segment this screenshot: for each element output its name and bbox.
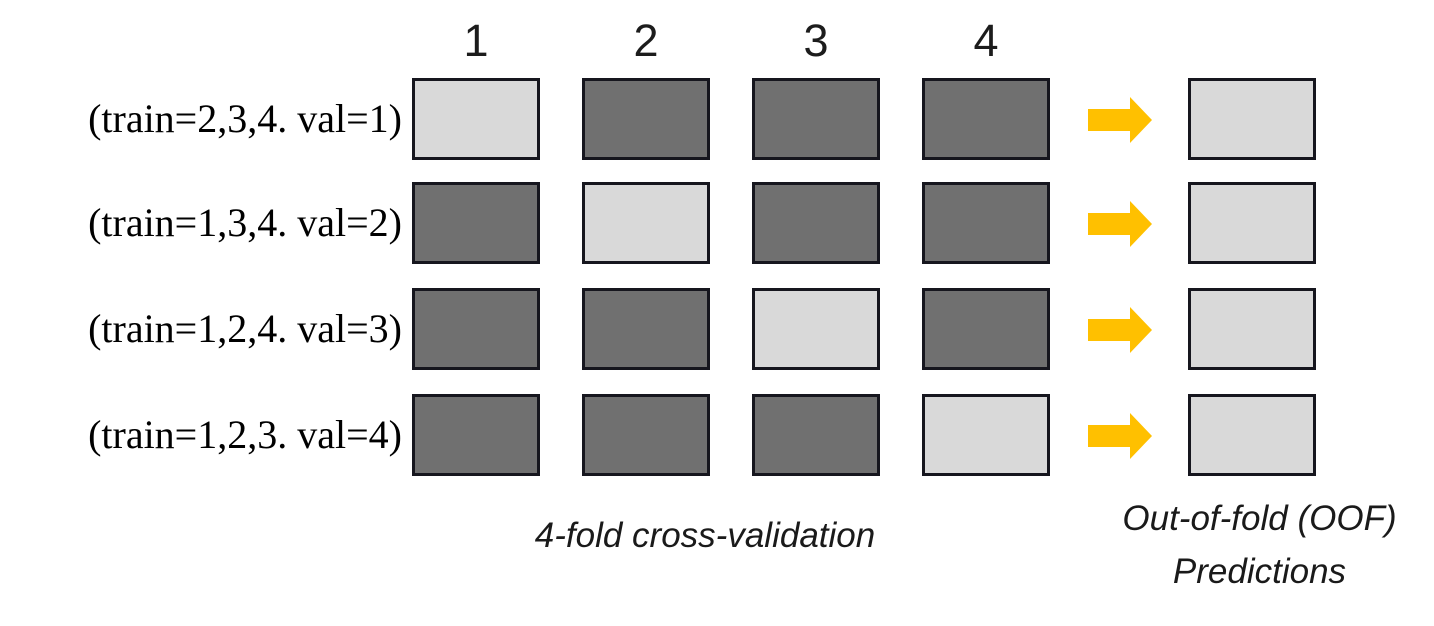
- fold-cell-r1c3: [752, 78, 880, 160]
- fold-cell-r2c4: [922, 182, 1050, 264]
- fold-cell-r3c1: [412, 288, 540, 370]
- fold-cell-r2c1: [412, 182, 540, 264]
- column-header-4: 4: [973, 15, 999, 66]
- right-block-arrow-icon: [1088, 201, 1152, 247]
- right-block-arrow-icon: [1088, 97, 1152, 143]
- fold-cell-r1c1: [412, 78, 540, 160]
- column-header-3: 3: [803, 15, 829, 66]
- fold-cell-r2c3: [752, 182, 880, 264]
- column-header-2: 2: [633, 15, 659, 66]
- fold-cell-r4c1: [412, 394, 540, 476]
- oof-box-fold1: [1188, 78, 1316, 160]
- right-block-arrow-icon: [1088, 307, 1152, 353]
- caption-cross-validation: 4-fold cross-validation: [534, 516, 876, 555]
- column-header-1: 1: [463, 15, 489, 66]
- fold-cell-r4c3: [752, 394, 880, 476]
- row-label-fold3: (train=1,2,4. val=3): [88, 306, 402, 351]
- fold-cell-r3c3: [752, 288, 880, 370]
- oof-box-fold3: [1188, 288, 1316, 370]
- caption-oof-line1: Out-of-fold (OOF): [1122, 499, 1397, 538]
- fold-cell-r4c2: [582, 394, 710, 476]
- caption-oof-predictions: Out-of-fold (OOF) Predictions: [1085, 492, 1434, 598]
- fold-cell-r4c4: [922, 394, 1050, 476]
- row-label-fold4: (train=1,2,3. val=4): [88, 412, 402, 457]
- fold-cell-r1c4: [922, 78, 1050, 160]
- oof-box-fold4: [1188, 394, 1316, 476]
- fold-cell-r1c2: [582, 78, 710, 160]
- fold-cell-r3c2: [582, 288, 710, 370]
- fold-cell-r3c4: [922, 288, 1050, 370]
- right-block-arrow-icon: [1088, 413, 1152, 459]
- fold-cell-r2c2: [582, 182, 710, 264]
- oof-box-fold2: [1188, 182, 1316, 264]
- caption-oof-line2: Predictions: [1172, 552, 1347, 591]
- row-label-fold2: (train=1,3,4. val=2): [88, 200, 402, 245]
- row-label-fold1: (train=2,3,4. val=1): [88, 96, 402, 141]
